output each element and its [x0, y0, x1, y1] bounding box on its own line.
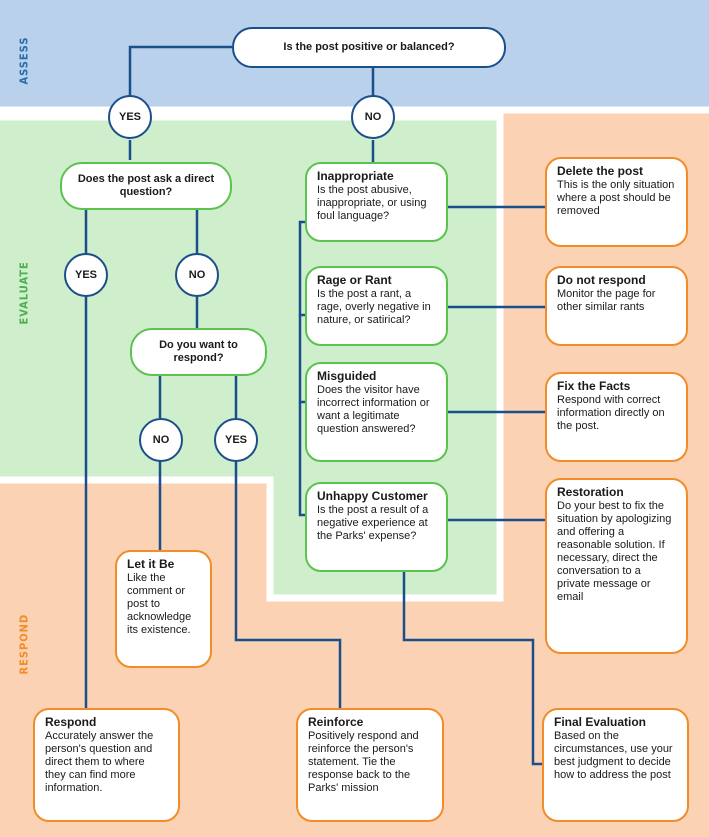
answer-direct-no: NO	[175, 253, 219, 297]
outcome-respond-title: Respond	[45, 715, 97, 729]
outcome-restoration-title: Restoration	[557, 485, 624, 499]
category-misguided: Misguided Does the visitor have incorrec…	[305, 362, 448, 462]
outcome-respond: Respond Accurately answer the person's q…	[33, 708, 180, 822]
outcome-reinforce: Reinforce Positively respond and reinfor…	[296, 708, 444, 822]
outcome-fix-facts: Fix the Facts Respond with correct infor…	[545, 372, 688, 462]
outcome-do-not-respond-desc: Monitor the page for other similar rants	[557, 288, 656, 313]
answer-positive-yes: YES	[108, 95, 152, 139]
category-inappropriate: Inappropriate Is the post abusive, inapp…	[305, 162, 448, 242]
outcome-respond-desc: Accurately answer the person's question …	[45, 730, 154, 794]
zone-label-evaluate: EVALUATE	[17, 261, 31, 325]
outcome-restoration: Restoration Do your best to fix the situ…	[545, 478, 688, 654]
answer-respond-yes: YES	[214, 418, 258, 462]
question-direct-question-text: Does the post ask a direct question?	[77, 173, 215, 198]
outcome-let-it-be: Let it Be Like the comment or post to ac…	[115, 550, 212, 668]
category-misguided-title: Misguided	[317, 369, 377, 383]
outcome-reinforce-title: Reinforce	[308, 715, 364, 729]
outcome-restoration-desc: Do your best to fix the situation by apo…	[557, 500, 672, 603]
category-rage-rant-title: Rage or Rant	[317, 273, 392, 287]
outcome-delete-post: Delete the post This is the only situati…	[545, 157, 688, 247]
answer-positive-no: NO	[351, 95, 395, 139]
outcome-final-evaluation-title: Final Evaluation	[554, 715, 647, 729]
question-want-to-respond-text: Do you want to respond?	[159, 339, 238, 364]
zone-divider	[0, 113, 504, 602]
category-rage-rant-desc: Is the post a rant, a rage, overly negat…	[317, 288, 431, 326]
outcome-fix-facts-desc: Respond with correct information directl…	[557, 394, 665, 432]
category-unhappy-customer-desc: Is the post a result of a negative exper…	[317, 504, 429, 542]
question-direct-question: Does the post ask a direct question?	[60, 162, 232, 210]
outcome-do-not-respond: Do not respond Monitor the page for othe…	[545, 266, 688, 346]
outcome-final-evaluation: Final Evaluation Based on the circumstan…	[542, 708, 689, 822]
category-unhappy-customer-title: Unhappy Customer	[317, 489, 428, 503]
answer-respond-no: NO	[139, 418, 183, 462]
outcome-reinforce-desc: Positively respond and reinforce the per…	[308, 730, 419, 794]
outcome-fix-facts-title: Fix the Facts	[557, 379, 631, 393]
outcome-do-not-respond-title: Do not respond	[557, 273, 646, 287]
zone-label-assess: ASSESS	[17, 36, 31, 85]
zone-label-respond: RESPOND	[17, 613, 31, 675]
category-inappropriate-title: Inappropriate	[317, 169, 394, 183]
question-want-to-respond: Do you want to respond?	[130, 328, 267, 376]
answer-direct-yes: YES	[64, 253, 108, 297]
question-positive-balanced: Is the post positive or balanced?	[232, 27, 506, 68]
category-inappropriate-desc: Is the post abusive, inappropriate, or u…	[317, 184, 427, 222]
outcome-final-evaluation-desc: Based on the circumstances, use your bes…	[554, 730, 673, 781]
question-positive-balanced-text: Is the post positive or balanced?	[283, 41, 455, 53]
category-rage-rant: Rage or Rant Is the post a rant, a rage,…	[305, 266, 448, 346]
outcome-delete-post-desc: This is the only situation where a post …	[557, 179, 675, 217]
outcome-let-it-be-desc: Like the comment or post to acknowledge …	[127, 572, 192, 636]
category-unhappy-customer: Unhappy Customer Is the post a result of…	[305, 482, 448, 572]
outcome-delete-post-title: Delete the post	[557, 164, 644, 178]
category-misguided-desc: Does the visitor have incorrect informat…	[317, 384, 430, 435]
outcome-let-it-be-title: Let it Be	[127, 557, 175, 571]
